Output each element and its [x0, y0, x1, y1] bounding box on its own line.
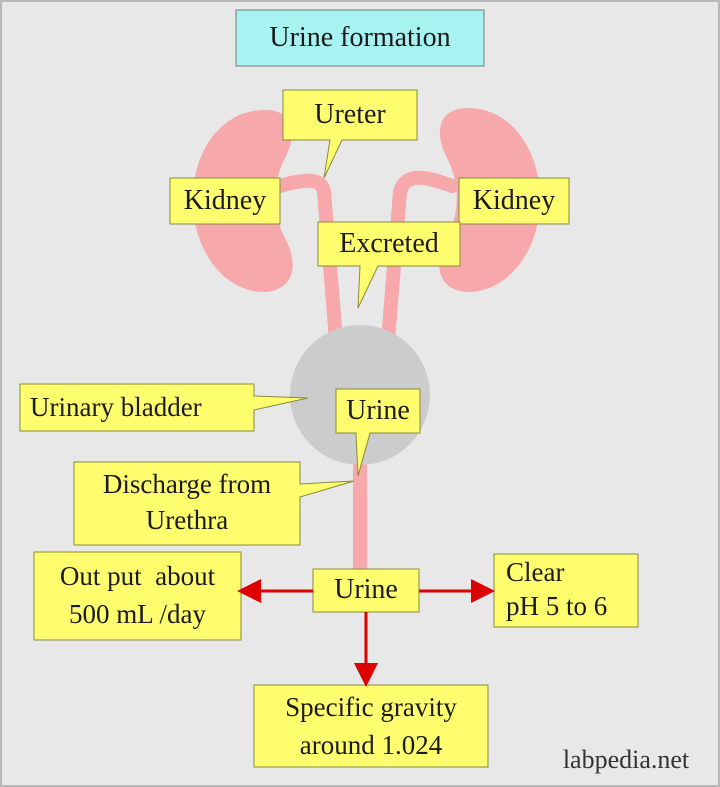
kidney-right-box: [458, 177, 570, 225]
left-ureter: [273, 173, 343, 347]
urine-center-box: [312, 568, 420, 613]
urinary-bladder-label: Urinary bladder: [30, 391, 202, 422]
clear-label-line2: pH 5 to 6: [506, 591, 608, 622]
right-ureter: [381, 170, 459, 347]
ureter-callout-box: [282, 89, 418, 179]
discharge-label-line2: Urethra: [145, 505, 229, 536]
watermark: labpedia.net: [562, 744, 690, 774]
discharge-label-line1: Discharge from: [102, 469, 272, 500]
kidney-right-label: Kidney: [472, 184, 556, 216]
ureter-label: Ureter: [314, 98, 386, 130]
kidney-left-label: Kidney: [183, 184, 267, 216]
kidney-left-box: [169, 177, 281, 225]
clear-box: [493, 553, 639, 628]
title-box: [235, 9, 485, 67]
specific-gravity-label-line1: Specific gravity: [285, 692, 457, 723]
excreted-label: Excreted: [339, 227, 439, 259]
specific-gravity-label-line2: around 1.024: [299, 730, 443, 761]
urine-bladder-label: Urine: [346, 394, 410, 426]
discharge-callout-box: [73, 461, 355, 546]
output-box: [33, 551, 242, 641]
bladder-callout-box: [19, 383, 309, 432]
output-label-line2: 500 mL /day: [69, 599, 206, 630]
specific-gravity-box: [253, 684, 489, 768]
diagram-title: Urine formation: [269, 21, 451, 53]
output-label-line1: Out put about: [59, 561, 216, 592]
excreted-callout-box: [317, 221, 461, 309]
urine-center-label: Urine: [334, 574, 398, 606]
clear-label-line1: Clear: [506, 557, 565, 588]
urine-bladder-callout-box: [335, 388, 421, 477]
